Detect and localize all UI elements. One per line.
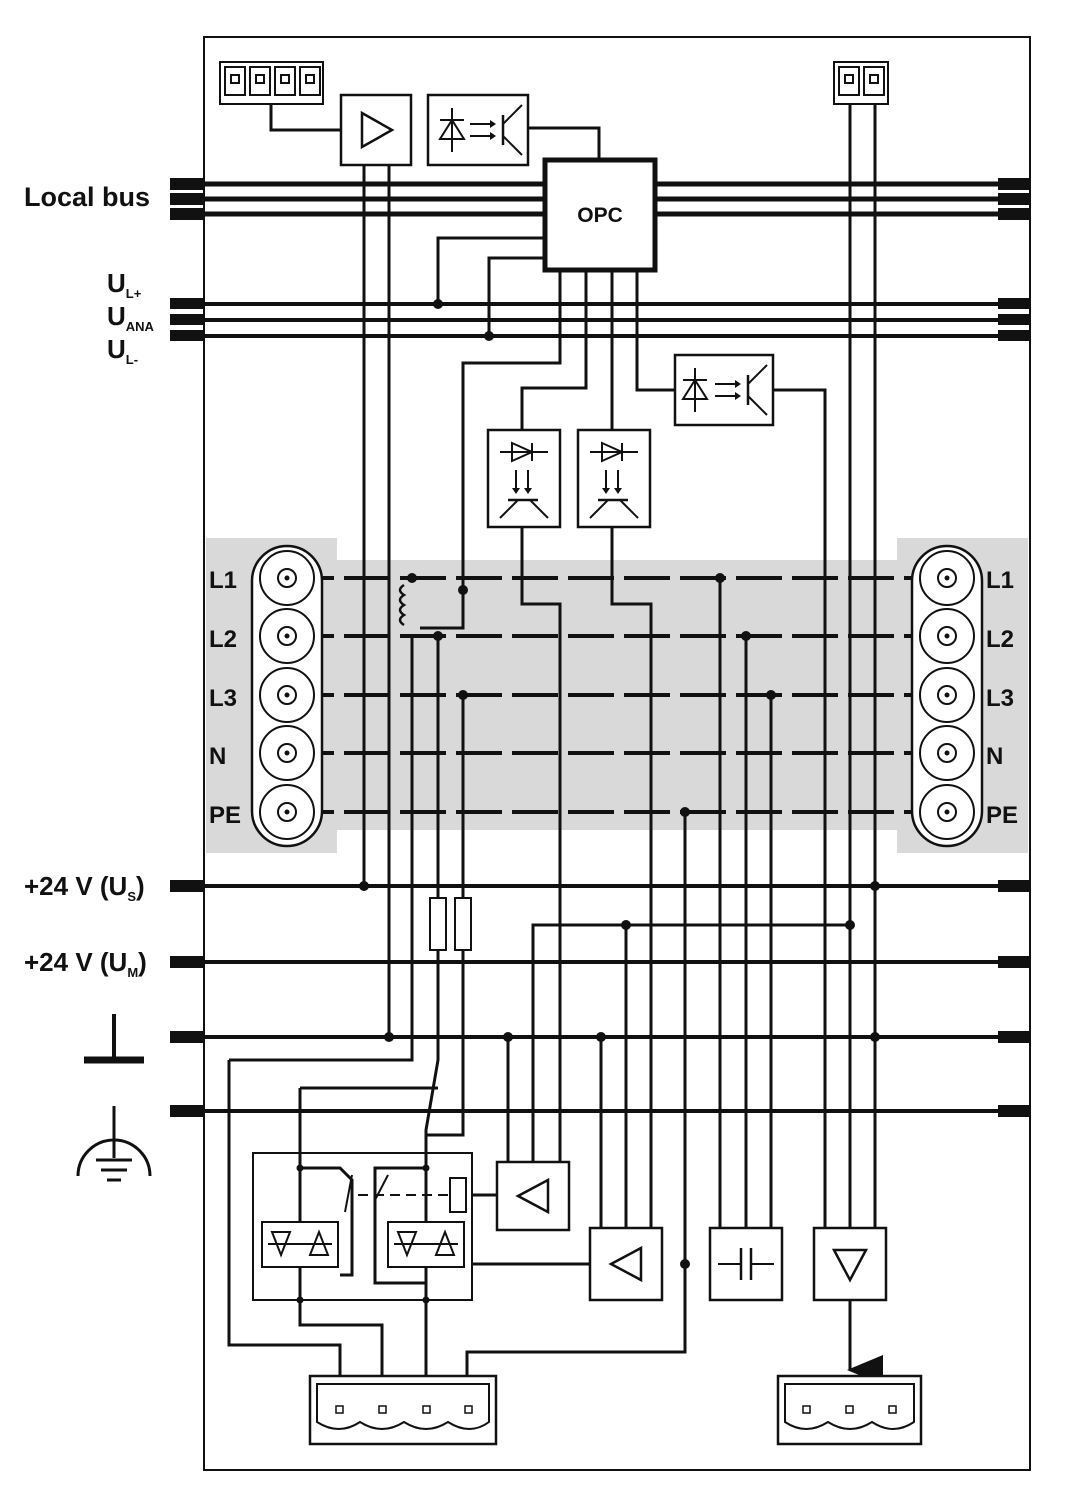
current-sensor-coil [398,583,407,627]
phase-connector-right [910,544,984,848]
supply-rail-terminals [170,880,1030,1117]
top-left-connector [219,61,324,105]
ul-minus-label: UL- [107,334,138,366]
logic-supply-terminals [170,298,1030,341]
phase-labels-right: L1 L2 L3 N PE [986,567,1018,829]
output-amplifier-block [812,1226,888,1302]
signal-wires [227,104,883,1385]
relay-triac-block [252,1152,473,1301]
local-bus-lines [170,181,1028,217]
right-optocoupler [673,353,775,427]
input-amplifier [339,93,413,167]
phase-label-right-pe: PE [986,802,1018,829]
um-sub: M [127,965,139,980]
amplifier-block-2 [588,1226,664,1302]
um-main: +24 V (U [24,947,128,977]
logic-supply-lines [170,302,1028,338]
bottom-left-connector [308,1374,498,1446]
phase-label-left-l3: L3 [209,685,237,712]
phase-label-right-l1: L1 [986,567,1014,594]
uana-sub: ANA [125,319,154,334]
bottom-right-connector [776,1374,923,1446]
local-bus-terminals [170,178,1030,220]
ul-minus-sub: L- [125,352,139,367]
uana-label: UANA [107,301,154,333]
phase-label-left-n: N [209,743,226,770]
optocoupler-1 [486,428,562,529]
uana-main: U [107,301,126,331]
phase-labels-left: L1 L2 L3 N PE [209,567,241,829]
top-optocoupler [426,93,530,167]
ul-plus-main: U [107,268,126,298]
um-close: ) [138,947,147,977]
top-right-connector [833,61,889,105]
device-frame [203,36,1031,1471]
ul-minus-main: U [107,334,126,364]
capacitor-block [708,1226,784,1302]
local-bus-label: Local bus [24,184,150,211]
ul-plus-sub: L+ [125,286,142,301]
us-label: +24 V (US) [24,871,145,903]
ul-plus-label: UL+ [107,268,141,300]
phase-connector-left [250,544,324,848]
protective-earth-symbol [76,1106,152,1182]
opc-block: OPC [542,157,658,273]
phase-label-left-l2: L2 [209,626,237,653]
supply-rails [170,884,1028,1113]
functional-ground-symbol [84,1014,144,1064]
us-main: +24 V (U [24,871,128,901]
phase-lines [288,576,946,814]
phase-label-right-n: N [986,743,1003,770]
um-label: +24 V (UM) [24,947,147,979]
optocoupler-2 [576,428,652,529]
phase-label-left-l1: L1 [209,567,237,594]
us-close: ) [136,871,145,901]
local-bus-text: Local bus [24,182,151,212]
us-sub: S [127,889,136,904]
phase-label-right-l3: L3 [986,685,1014,712]
junction-dots [296,299,880,1304]
amplifier-block-1 [495,1160,571,1232]
opc-label: OPC [577,204,623,227]
phase-label-right-l2: L2 [986,626,1014,653]
fuses [429,897,472,951]
phase-label-left-pe: PE [209,802,241,829]
